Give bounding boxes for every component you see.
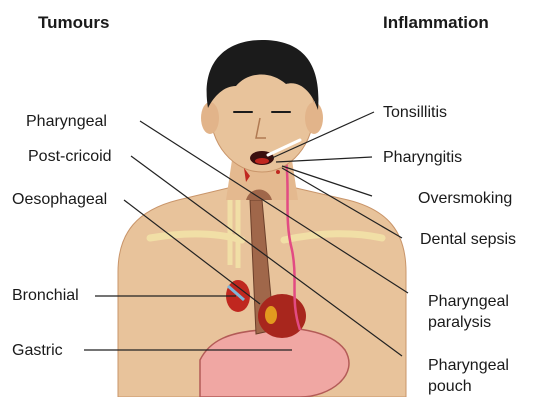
label-oesophageal: Oesophageal (12, 190, 107, 209)
label-gastric: Gastric (12, 341, 63, 360)
label-pharyngitis: Pharyngitis (383, 148, 462, 167)
throat-dot (276, 170, 280, 174)
ear-left (201, 102, 219, 134)
label-dental-sepsis: Dental sepsis (420, 230, 516, 249)
label-bronchial: Bronchial (12, 286, 79, 305)
label-pharyngeal-paralysis-line1: Pharyngeal (428, 292, 509, 311)
label-tonsillitis: Tonsillitis (383, 103, 447, 122)
header-inflammation: Inflammation (383, 13, 489, 32)
label-pharyngeal-pouch-line1: Pharyngeal (428, 356, 509, 375)
label-pharyngeal-pouch-line2: pouch (428, 377, 472, 396)
header-tumours: Tumours (38, 13, 109, 32)
label-pharyngeal-paralysis-line2: paralysis (428, 313, 491, 332)
tongue (255, 158, 269, 164)
stomach (200, 328, 349, 397)
ear-right (305, 102, 323, 134)
label-pharyngeal: Pharyngeal (26, 112, 107, 131)
label-post-cricoid: Post-cricoid (28, 147, 112, 166)
gastric-tumour-core (265, 306, 277, 324)
label-oversmoking: Oversmoking (418, 189, 512, 208)
